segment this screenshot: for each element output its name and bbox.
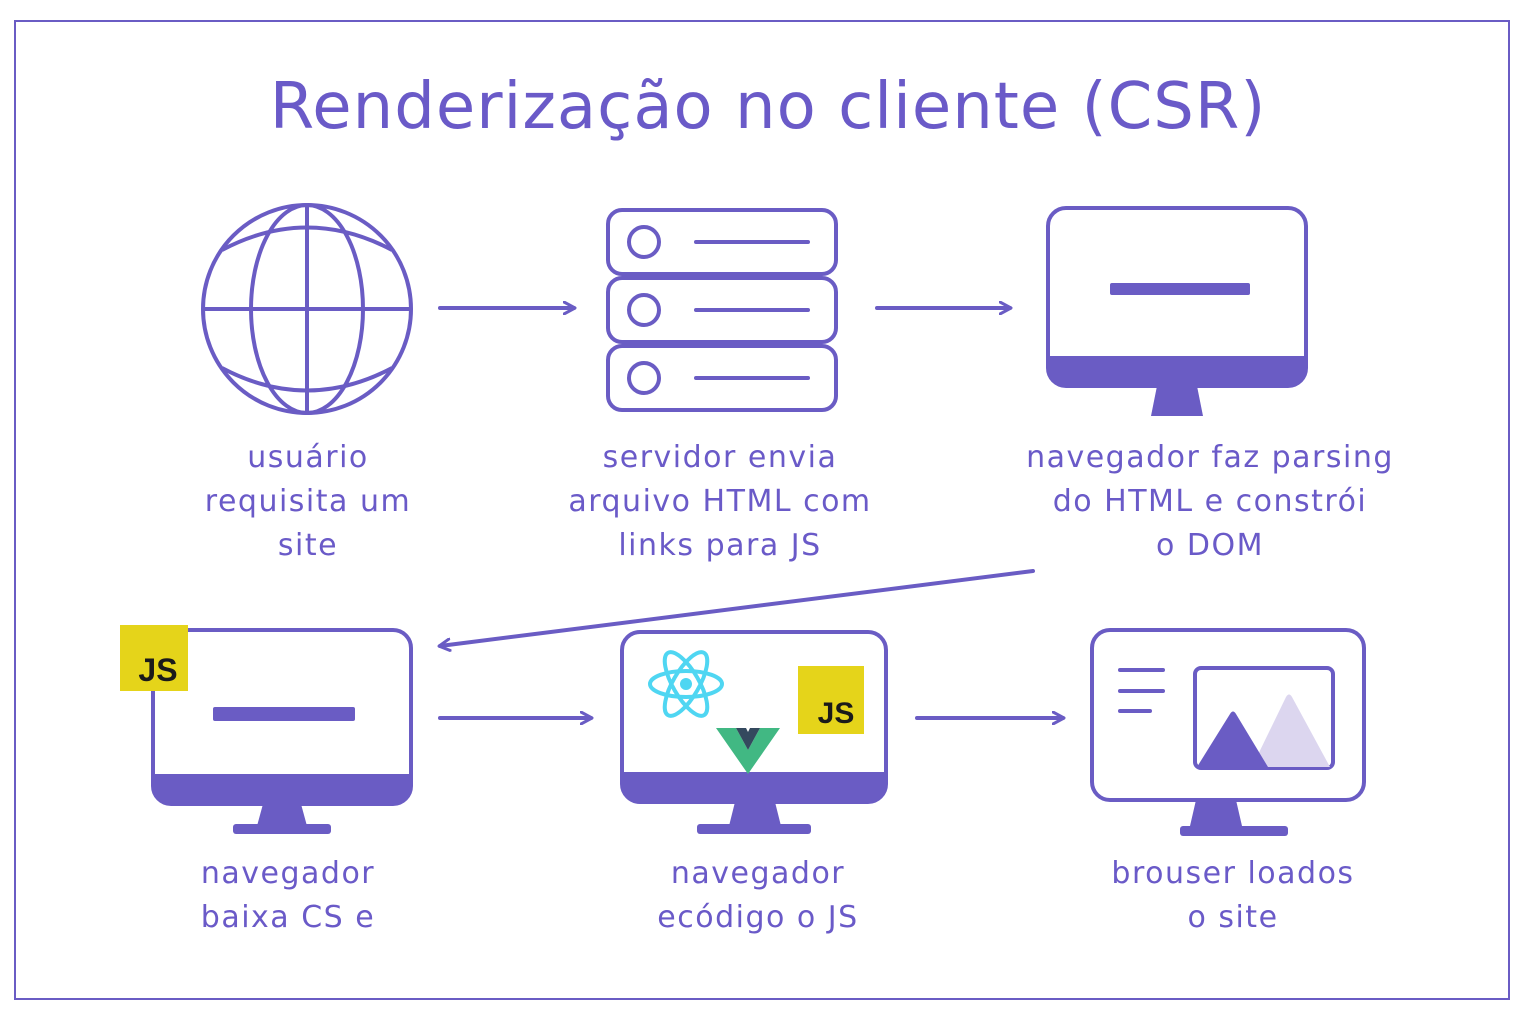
diagram-title: Renderização no cliente (CSR) xyxy=(269,70,1267,144)
step-caption-site-loaded: brouser loados o site xyxy=(1111,856,1355,935)
arrow-dom-to-download xyxy=(440,569,1035,646)
step-caption-user-request: usuário requisita um site xyxy=(204,440,412,563)
step-caption-download: navegador baixa CS e xyxy=(200,856,376,935)
monitor-icon xyxy=(1046,206,1308,416)
js-logo-text: JS xyxy=(818,697,855,730)
js-logo-text: JS xyxy=(138,652,177,688)
monitor-site-icon xyxy=(1090,628,1366,836)
step-caption-execute: navegador ecódigo o JS xyxy=(657,856,859,935)
step-caption-server-sends: servidor envia arquivo HTML com links pa… xyxy=(568,440,872,563)
mountain-light-shape xyxy=(1252,694,1330,767)
js-logo-badge: JS xyxy=(798,666,864,734)
vue-logo-icon xyxy=(716,728,780,774)
diagram-frame xyxy=(14,20,1510,1000)
mountain-dark-shape xyxy=(1197,711,1268,767)
server-icon xyxy=(606,208,838,412)
js-logo-badge: JS xyxy=(120,625,188,691)
monitor-js-icon xyxy=(151,628,413,834)
globe-icon xyxy=(201,203,413,415)
react-logo-icon xyxy=(648,650,724,718)
step-caption-parse-dom: navegador faz parsing do HTML e constrói… xyxy=(1026,440,1394,563)
